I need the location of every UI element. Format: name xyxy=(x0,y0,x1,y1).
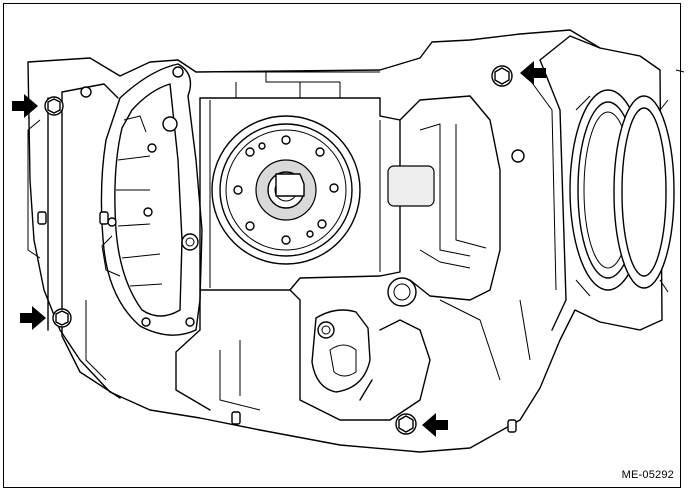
dowel-boss xyxy=(387,277,417,307)
bolt-top-right xyxy=(491,65,513,87)
bolt-top-left xyxy=(44,96,64,116)
cover-bolts xyxy=(107,66,195,327)
crank-sprocket xyxy=(211,115,361,265)
arrow-bottom-center xyxy=(422,413,448,437)
figure-code: ME-05292 xyxy=(621,469,674,481)
highlighted-bolts xyxy=(44,65,513,435)
arrow-left-icon xyxy=(422,413,448,437)
arrow-top-left xyxy=(12,94,38,118)
center-web xyxy=(399,95,501,301)
studs xyxy=(37,86,517,433)
left-flange xyxy=(47,83,121,399)
bolt-bottom-left xyxy=(52,308,72,328)
bolt-bottom-center xyxy=(395,413,417,435)
left-boss xyxy=(181,233,199,251)
cylinder-bores xyxy=(569,89,675,297)
arrow-right-icon xyxy=(12,94,38,118)
arrow-bottom-left xyxy=(20,306,46,330)
arrow-top-right xyxy=(520,61,546,85)
lower-housing xyxy=(175,289,431,421)
arrow-right-icon xyxy=(20,306,46,330)
housing-block xyxy=(199,97,401,291)
arrow-left-icon xyxy=(520,61,546,85)
mount-pad xyxy=(387,165,435,207)
oil-passage xyxy=(311,309,371,393)
